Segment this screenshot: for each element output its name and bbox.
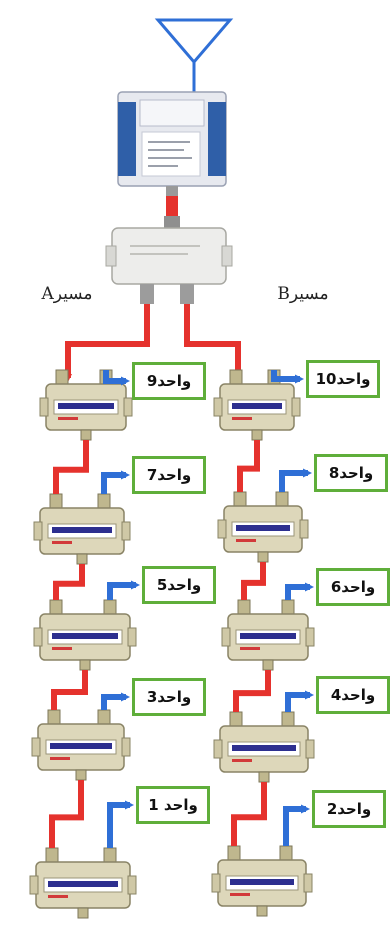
unit-3-label: واحد3 <box>146 688 192 706</box>
route-a-label-wrap: مسیرA <box>41 284 93 304</box>
blue-cable-unit-4 <box>285 690 314 712</box>
blue-cable-unit-8 <box>279 468 312 492</box>
blue-cable-unit-7 <box>101 470 130 494</box>
main-cable <box>164 196 180 228</box>
amplifier <box>117 91 227 196</box>
unit-9-label: واحد9 <box>146 372 192 390</box>
blue-cable-unit-1 <box>107 800 134 848</box>
unit-8-label: واحد8 <box>328 464 374 482</box>
unit-4-box: واحد4 <box>316 676 390 714</box>
blue-cable-unit-5 <box>107 580 140 600</box>
tap-unit-5 <box>33 599 137 671</box>
tap-unit-7 <box>33 493 131 565</box>
splitter <box>105 227 233 304</box>
unit-2-label: واحد2 <box>326 800 372 818</box>
unit-1-box: واحد 1 <box>136 786 210 824</box>
blue-cable-unit-9 <box>103 370 130 386</box>
unit-2-box: واحد2 <box>312 790 386 828</box>
unit-1-label: واحد 1 <box>148 796 198 814</box>
tap-unit-1 <box>29 847 137 919</box>
unit-7-box: واحد7 <box>132 456 206 494</box>
blue-cable-unit-2 <box>283 804 310 846</box>
blue-cable-unit-6 <box>285 582 314 600</box>
route-a-feed-cable <box>64 304 150 382</box>
route-b-chain-cable-4 <box>231 782 267 846</box>
unit-6-box: واحد6 <box>316 568 390 606</box>
unit-8-box: واحد8 <box>314 454 388 492</box>
unit-6-label: واحد6 <box>330 578 376 596</box>
unit-5-box: واحد5 <box>142 566 216 604</box>
tap-unit-10 <box>213 369 301 441</box>
tap-unit-6 <box>221 599 315 671</box>
tap-unit-9 <box>39 369 133 441</box>
route-b-chain-cable-1 <box>237 440 260 492</box>
antenna-icon <box>154 18 234 92</box>
unit-7-label: واحد7 <box>146 466 192 484</box>
unit-3-box: واحد3 <box>132 678 206 716</box>
route-a-chain-cable-4 <box>49 780 84 848</box>
unit-4-label: واحد4 <box>330 686 376 704</box>
route-b-chain-cable-2 <box>241 562 266 600</box>
unit-10-label: واحد10 <box>315 370 371 388</box>
route-b-chain-cable-3 <box>233 670 271 712</box>
unit-10-box: واحد10 <box>306 360 380 398</box>
route-a-chain-cable-2 <box>53 564 85 600</box>
tap-unit-4 <box>213 711 315 783</box>
route-b-label: مسیرB <box>277 284 329 304</box>
blue-cable-unit-10 <box>271 370 304 384</box>
unit-5-label: واحد5 <box>156 576 202 594</box>
route-a-label: مسیرA <box>41 284 93 304</box>
blue-cable-unit-3 <box>101 692 130 710</box>
tap-unit-8 <box>217 491 309 563</box>
route-b-feed-cable <box>184 304 242 384</box>
route-a-chain-cable-1 <box>53 440 89 494</box>
route-a-chain-cable-3 <box>51 670 88 710</box>
tap-unit-3 <box>31 709 131 781</box>
unit-9-box: واحد9 <box>132 362 206 400</box>
tap-unit-2 <box>211 845 313 917</box>
route-b-label-wrap: مسیرB <box>277 284 329 304</box>
